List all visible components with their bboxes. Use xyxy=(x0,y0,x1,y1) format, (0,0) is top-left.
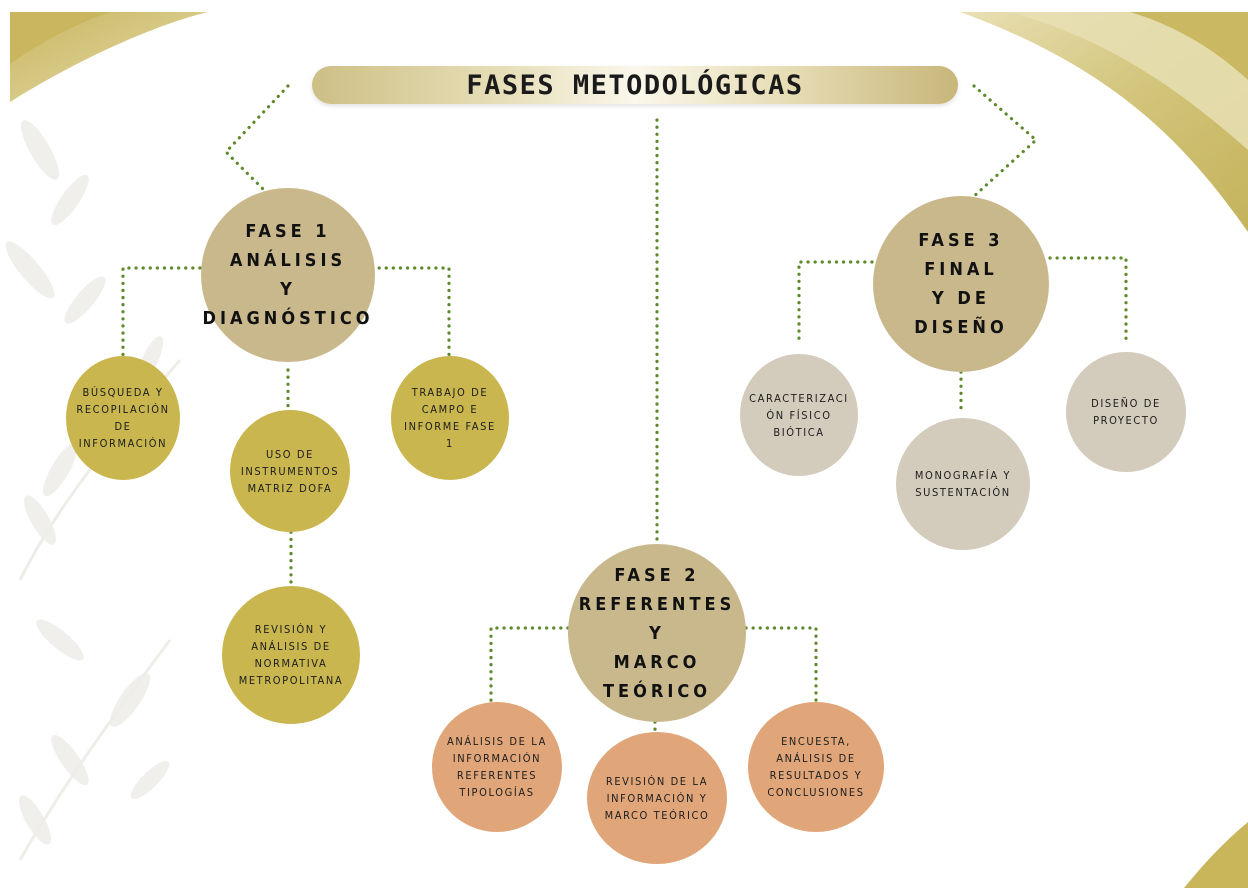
corner-swoosh-top-left xyxy=(10,12,208,102)
phase-2-label: FASE 2 REFERENTES Y MARCO TEÓRICO xyxy=(578,564,736,702)
connector-fase3-diseno xyxy=(1048,256,1128,346)
task-instrumentos-node: USO DE INSTRUMENTOS MATRIZ DOFA xyxy=(230,410,350,532)
corner-triangle-bottom-right xyxy=(1184,822,1248,888)
task-revision-label: REVISIÓN DE LA INFORMACIÓN Y MARCO TEÓRI… xyxy=(604,774,710,822)
task-encuesta-node: ENCUESTA, ANÁLISIS DE RESULTADOS Y CONCL… xyxy=(748,702,884,832)
task-revision-node: REVISIÓN DE LA INFORMACIÓN Y MARCO TEÓRI… xyxy=(587,732,727,864)
connector-fase2-analisis xyxy=(489,626,570,704)
task-trabajo-campo-node: TRABAJO DE CAMPO E INFORME FASE 1 xyxy=(391,356,509,480)
task-normativa-label: REVISIÓN Y ANÁLISIS DE NORMATIVA METROPO… xyxy=(238,623,344,687)
connector-fase1-trabajo xyxy=(370,266,451,358)
task-caracterizacion-node: CARACTERIZACI ÓN FÍSICO BIÓTICA xyxy=(740,354,858,476)
connector-fase1-busqueda xyxy=(121,266,202,358)
phase-3-node: FASE 3 FINAL Y DE DISEÑO xyxy=(873,196,1049,372)
task-analisis-label: ANÁLISIS DE LA INFORMACIÓN REFERENTES TI… xyxy=(447,735,547,799)
task-encuesta-label: ENCUESTA, ANÁLISIS DE RESULTADOS Y CONCL… xyxy=(767,735,865,799)
connector-fase2-encuesta xyxy=(744,626,818,704)
connector-title-fase1 xyxy=(223,84,290,200)
task-busqueda-node: BÚSQUEDA Y RECOPILACIÓN DE INFORMACIÓN xyxy=(66,356,180,480)
task-monografia-label: MONOGRAFÍA Y SUSTENTACIÓN xyxy=(914,469,1012,499)
connector-fase3-caracterizacion xyxy=(797,260,874,346)
task-analisis-node: ANÁLISIS DE LA INFORMACIÓN REFERENTES TI… xyxy=(432,702,562,832)
phase-1-label: FASE 1 ANÁLISIS Y DIAGNÓSTICO xyxy=(202,221,374,329)
task-normativa-node: REVISIÓN Y ANÁLISIS DE NORMATIVA METROPO… xyxy=(222,586,360,724)
task-diseno-label: DISEÑO DE PROYECTO xyxy=(1091,397,1161,427)
connector-title-fase3 xyxy=(970,84,1039,200)
task-caracterizacion-label: CARACTERIZACI ÓN FÍSICO BIÓTICA xyxy=(749,391,849,439)
phase-1-node: FASE 1 ANÁLISIS Y DIAGNÓSTICO xyxy=(201,188,375,362)
title-banner: FASES METODOLÓGICAS xyxy=(312,66,958,104)
task-diseno-node: DISEÑO DE PROYECTO xyxy=(1066,352,1186,472)
task-monografia-node: MONOGRAFÍA Y SUSTENTACIÓN xyxy=(896,418,1030,550)
task-instrumentos-label: USO DE INSTRUMENTOS MATRIZ DOFA xyxy=(240,447,340,495)
phase-3-label: FASE 3 FINAL Y DE DISEÑO xyxy=(914,230,1008,338)
phase-2-node: FASE 2 REFERENTES Y MARCO TEÓRICO xyxy=(568,544,746,722)
task-busqueda-label: BÚSQUEDA Y RECOPILACIÓN DE INFORMACIÓN xyxy=(76,386,170,450)
diagram-title: FASES METODOLÓGICAS xyxy=(466,69,804,101)
task-trabajo-campo-label: TRABAJO DE CAMPO E INFORME FASE 1 xyxy=(404,386,496,450)
